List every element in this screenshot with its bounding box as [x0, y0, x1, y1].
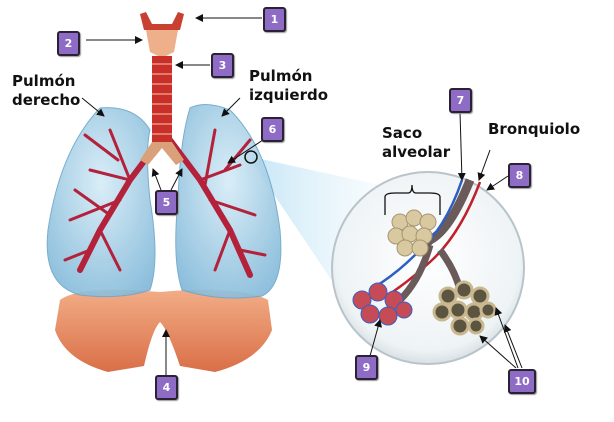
capillary-alveoli: [352, 282, 413, 326]
badge-4[interactable]: 4: [155, 375, 178, 400]
right-lung-label-line2: derecho: [12, 91, 81, 109]
alveolar-sac-label-line1: Saco: [382, 124, 423, 142]
trachea: [152, 56, 172, 144]
larynx: [146, 30, 178, 58]
diaphragm: [55, 289, 272, 372]
badge-3[interactable]: 3: [211, 53, 234, 78]
badge-6[interactable]: 6: [261, 117, 284, 142]
left-lung-label-line1: Pulmón: [249, 67, 313, 85]
alveolar-sac-brace: [384, 184, 441, 215]
alveolar-sac-label-line2: alveolar: [382, 143, 451, 161]
zoom-marker: [244, 150, 258, 164]
bronchiole-label: Bronquiolo: [488, 120, 581, 138]
badge-8[interactable]: 8: [508, 163, 531, 188]
right-lung: [46, 107, 156, 298]
pointer-arrows: [81, 14, 523, 375]
primary-bronchi: [140, 142, 184, 165]
magnified-view: [331, 171, 525, 365]
badge-7[interactable]: 7: [449, 88, 472, 113]
epiglottis: [140, 12, 184, 30]
badge-10[interactable]: 10: [508, 369, 536, 394]
left-lung-label-line2: izquierdo: [249, 86, 329, 104]
badge-2[interactable]: 2: [57, 31, 80, 56]
right-lung-label-line1: Pulmón: [12, 72, 76, 90]
alveolar-sac-cluster: [387, 209, 437, 257]
badge-1[interactable]: 1: [263, 7, 286, 32]
badge-5[interactable]: 5: [155, 190, 178, 215]
badge-9[interactable]: 9: [355, 355, 378, 380]
